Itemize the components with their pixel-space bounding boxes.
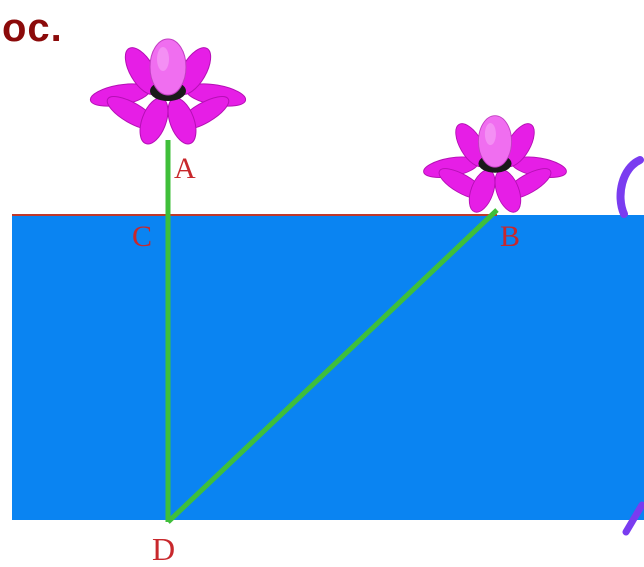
heading-text: oc. [2, 6, 63, 50]
lotus-flower-icon [421, 115, 569, 217]
point-label-a: A [174, 152, 196, 185]
side-decoration-bottom [622, 501, 644, 536]
side-decoration-top [616, 156, 644, 218]
lotus-flower-icon [88, 38, 248, 149]
point-label-c: C [132, 220, 152, 253]
point-label-b: B [500, 220, 520, 253]
segment-db [166, 208, 499, 524]
point-label-d: D [152, 531, 175, 567]
